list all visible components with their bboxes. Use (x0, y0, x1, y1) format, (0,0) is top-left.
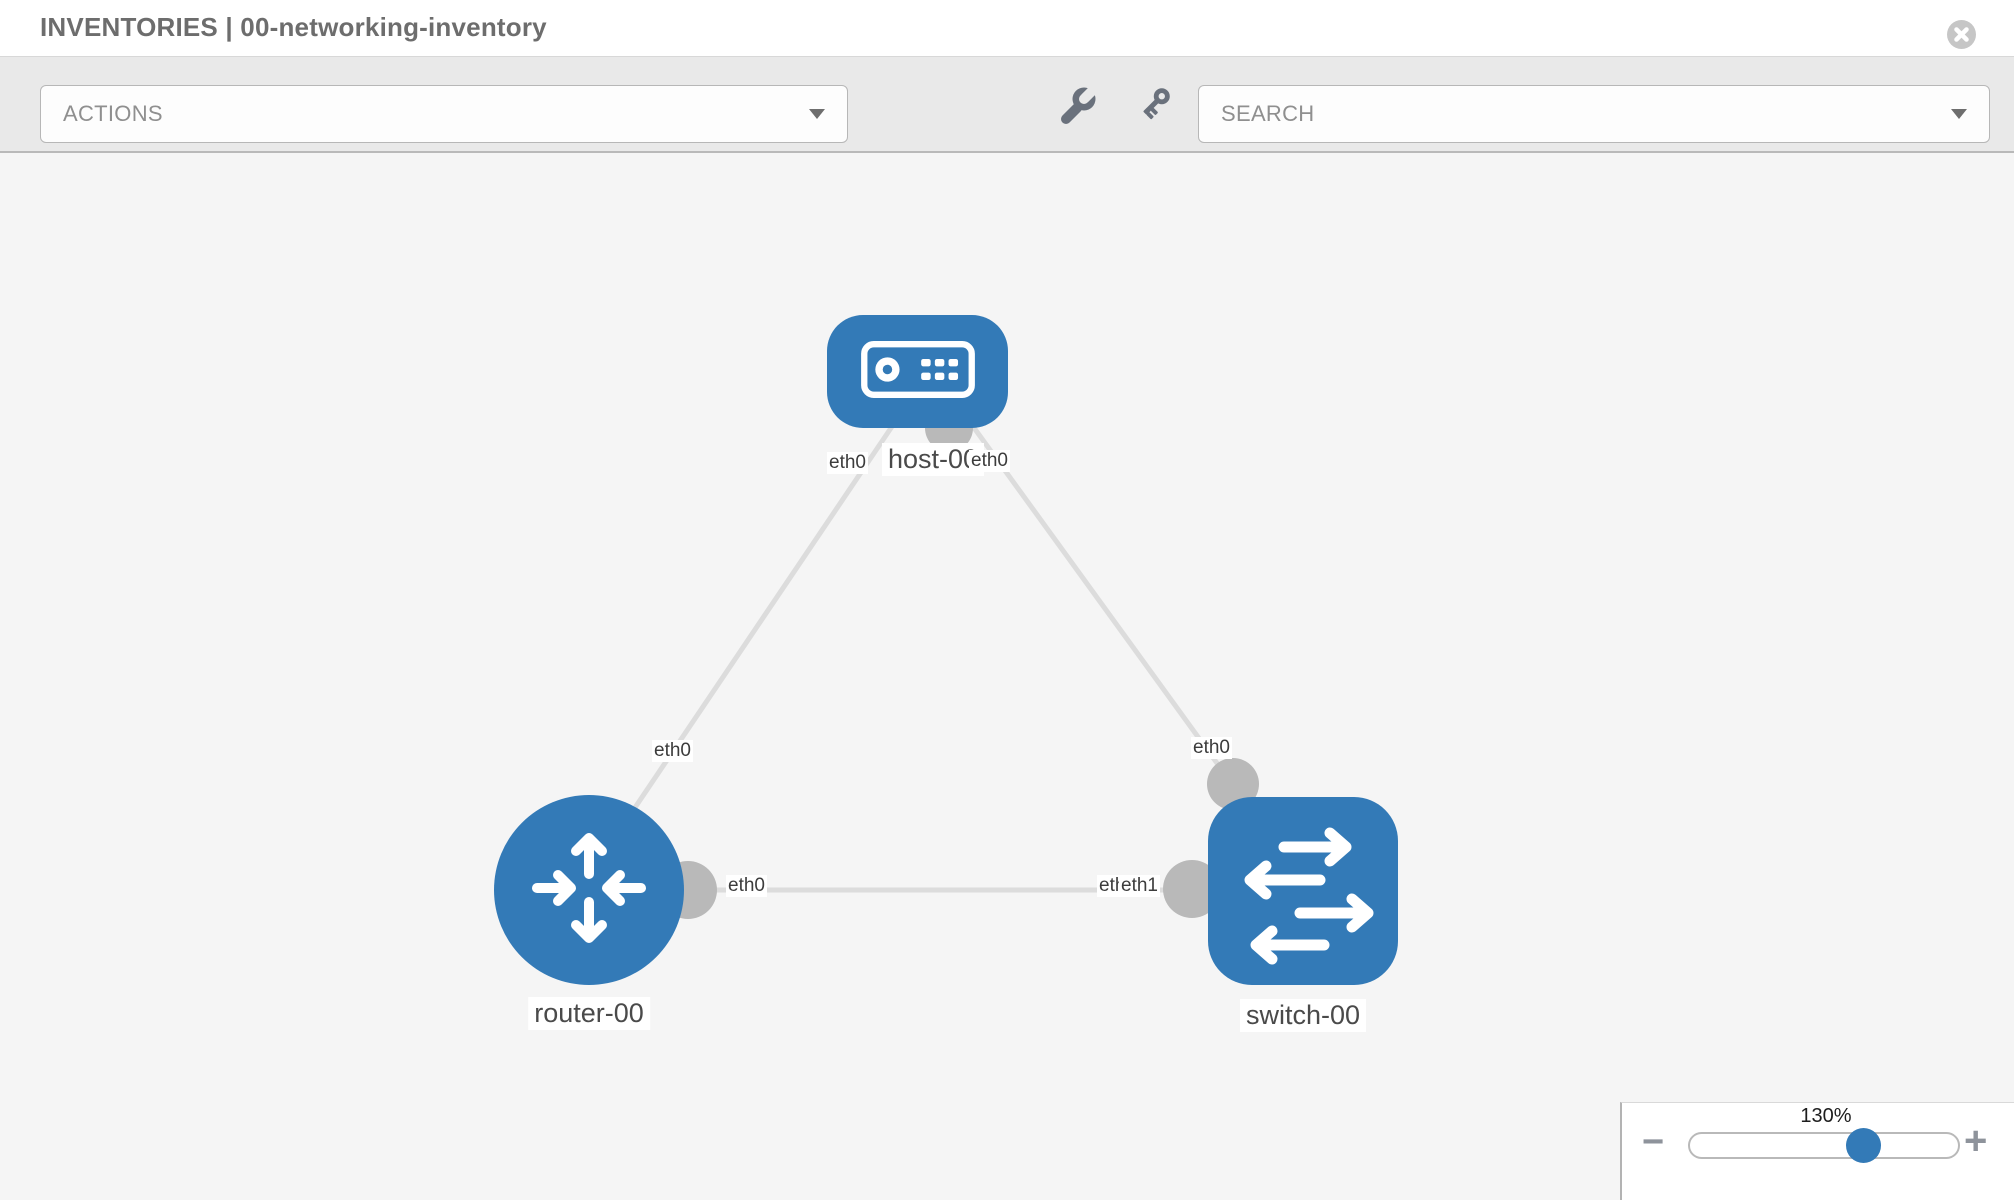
port-label: eth0 (726, 875, 767, 897)
actions-dropdown[interactable]: ACTIONS (40, 85, 848, 143)
page-header: INVENTORIES | 00-networking-inventory (0, 0, 2014, 57)
host-icon (860, 340, 976, 404)
link-host-switch[interactable] (969, 423, 1238, 790)
connector-switch-left (1163, 860, 1221, 918)
port-label: eth0 (652, 740, 693, 762)
port-label: eth0 (827, 452, 868, 474)
chevron-down-icon (809, 109, 825, 119)
wrench-icon[interactable] (1056, 83, 1100, 127)
close-icon[interactable] (1947, 20, 1976, 49)
switch-icon (1208, 795, 1398, 988)
page-title: INVENTORIES | 00-networking-inventory (40, 12, 547, 42)
search-dropdown[interactable]: SEARCH (1198, 85, 1990, 143)
topology-links-layer (627, 404, 1259, 919)
router-icon (514, 813, 664, 968)
node-label-host: host-00 (881, 443, 985, 476)
node-label-switch: switch-00 (1239, 999, 1367, 1032)
zoom-widget: 130% − + (1620, 1102, 2014, 1200)
chevron-down-icon (1951, 109, 1967, 119)
topology-canvas[interactable] (0, 155, 2014, 1200)
toolbar: ACTIONS (0, 57, 2014, 153)
node-switch-00[interactable] (1208, 797, 1398, 985)
node-label-router: router-00 (528, 997, 650, 1030)
actions-dropdown-label: ACTIONS (63, 101, 163, 126)
zoom-slider-thumb[interactable] (1846, 1128, 1881, 1163)
zoom-level-value: 130% (1800, 1105, 1852, 1127)
search-dropdown-label: SEARCH (1221, 101, 1315, 126)
node-host-00[interactable] (827, 315, 1008, 428)
zoom-in-button[interactable]: + (1964, 1119, 1988, 1163)
zoom-slider[interactable] (1688, 1132, 1960, 1159)
port-label: eth0 (969, 450, 1010, 472)
zoom-out-button[interactable]: − (1642, 1121, 1665, 1163)
port-label: eth0 (1191, 737, 1232, 759)
key-icon[interactable] (1132, 83, 1176, 127)
port-label: eth1 (1119, 875, 1160, 897)
node-router-00[interactable] (494, 795, 684, 985)
